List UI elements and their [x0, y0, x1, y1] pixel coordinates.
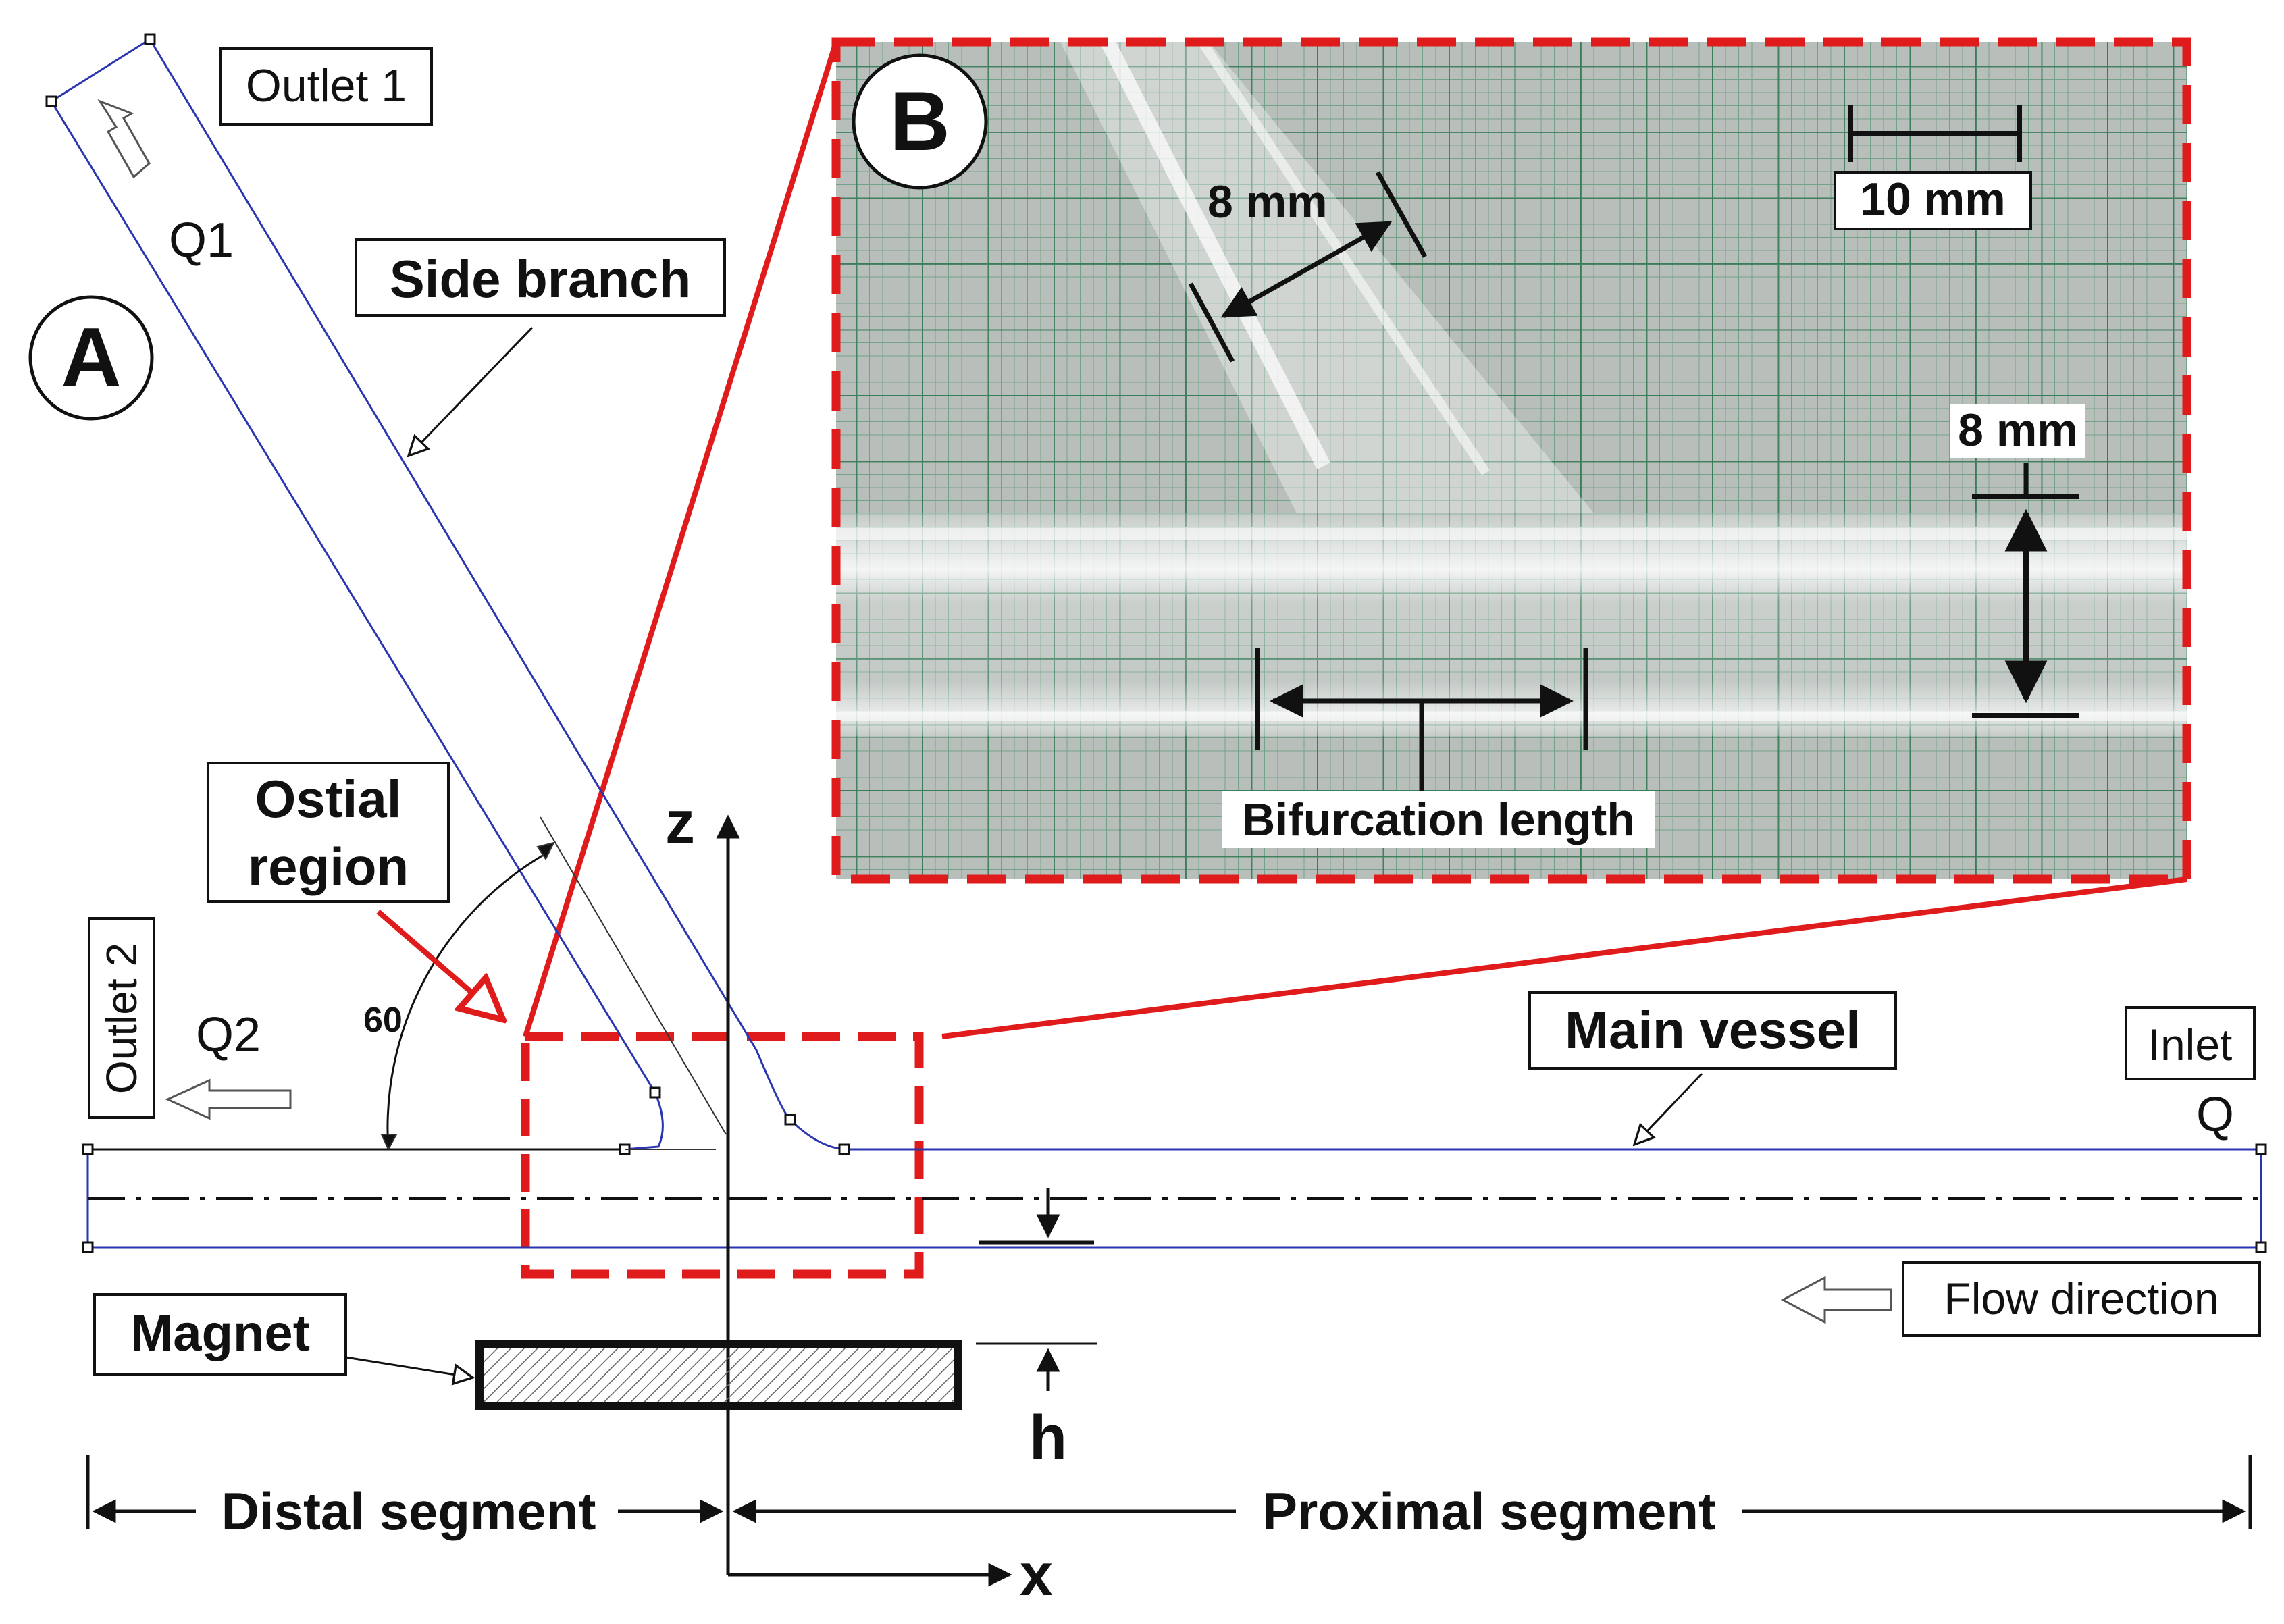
outlet2-label: Outlet 2	[97, 943, 146, 1094]
magnet-body	[475, 1340, 962, 1410]
ostial-region-label-1: Ostial	[255, 769, 402, 829]
segment-dimensions	[86, 1455, 2252, 1529]
zoom-callout	[521, 41, 2187, 1279]
main-diameter-dimension: 8 mm	[1950, 404, 2085, 718]
vessel-geometry	[49, 38, 2262, 1249]
magnet-label: Magnet	[130, 1305, 310, 1362]
photo-frame	[831, 37, 2191, 884]
inlet-label: Inlet	[2148, 1020, 2233, 1070]
axis-z-label: z	[665, 789, 695, 856]
axis-x-label: x	[1020, 1541, 1053, 1608]
q1-label: Q1	[169, 213, 234, 267]
h-dimension: h	[976, 1188, 1097, 1472]
panel-a-badge: A	[28, 295, 154, 421]
branch-diameter-dimension: 8 mm	[1188, 171, 1428, 363]
outlet1-label: Outlet 1	[246, 60, 407, 111]
panel-b-badge: B	[852, 53, 988, 190]
q1-flow-arrow	[97, 99, 151, 179]
angle-label: 60	[363, 1001, 403, 1040]
branch-diameter-label: 8 mm	[1208, 176, 1328, 228]
panel-b-letter: B	[889, 75, 950, 168]
side-branch-label: Side branch	[390, 249, 691, 309]
distal-segment-label: Distal segment	[222, 1482, 596, 1541]
bifurcation-length-label: Bifurcation length	[1242, 794, 1635, 845]
magnet: Magnet	[93, 1293, 962, 1410]
ostial-pointer	[376, 909, 503, 1020]
coordinate-axes: z x	[665, 789, 1053, 1608]
panel-a-letter: A	[61, 311, 122, 404]
h-label: h	[1029, 1403, 1067, 1472]
bifurcation-length-dimension: Bifurcation length	[1222, 648, 1655, 848]
flow-direction-arrow	[1780, 1276, 1892, 1324]
ostial-zoom-box	[521, 1032, 924, 1279]
main-vessel-label: Main vessel	[1565, 1000, 1861, 1059]
ostial-region-label-2: region	[248, 837, 409, 896]
proximal-segment-label: Proximal segment	[1262, 1482, 1716, 1541]
q2-flow-arrow	[165, 1078, 292, 1120]
photo-panel: 8 mm 10 mm 8 mm Bifurcation length	[831, 37, 2191, 884]
scale-bar-label: 10 mm	[1860, 174, 2005, 225]
q-label: Q	[2196, 1088, 2234, 1142]
main-diameter-label: 8 mm	[1958, 404, 2078, 456]
q2-label: Q2	[196, 1008, 261, 1062]
scale-bar: 10 mm	[1834, 105, 2032, 230]
flow-direction-label: Flow direction	[1944, 1274, 2218, 1324]
angle-construction	[380, 816, 1094, 1245]
